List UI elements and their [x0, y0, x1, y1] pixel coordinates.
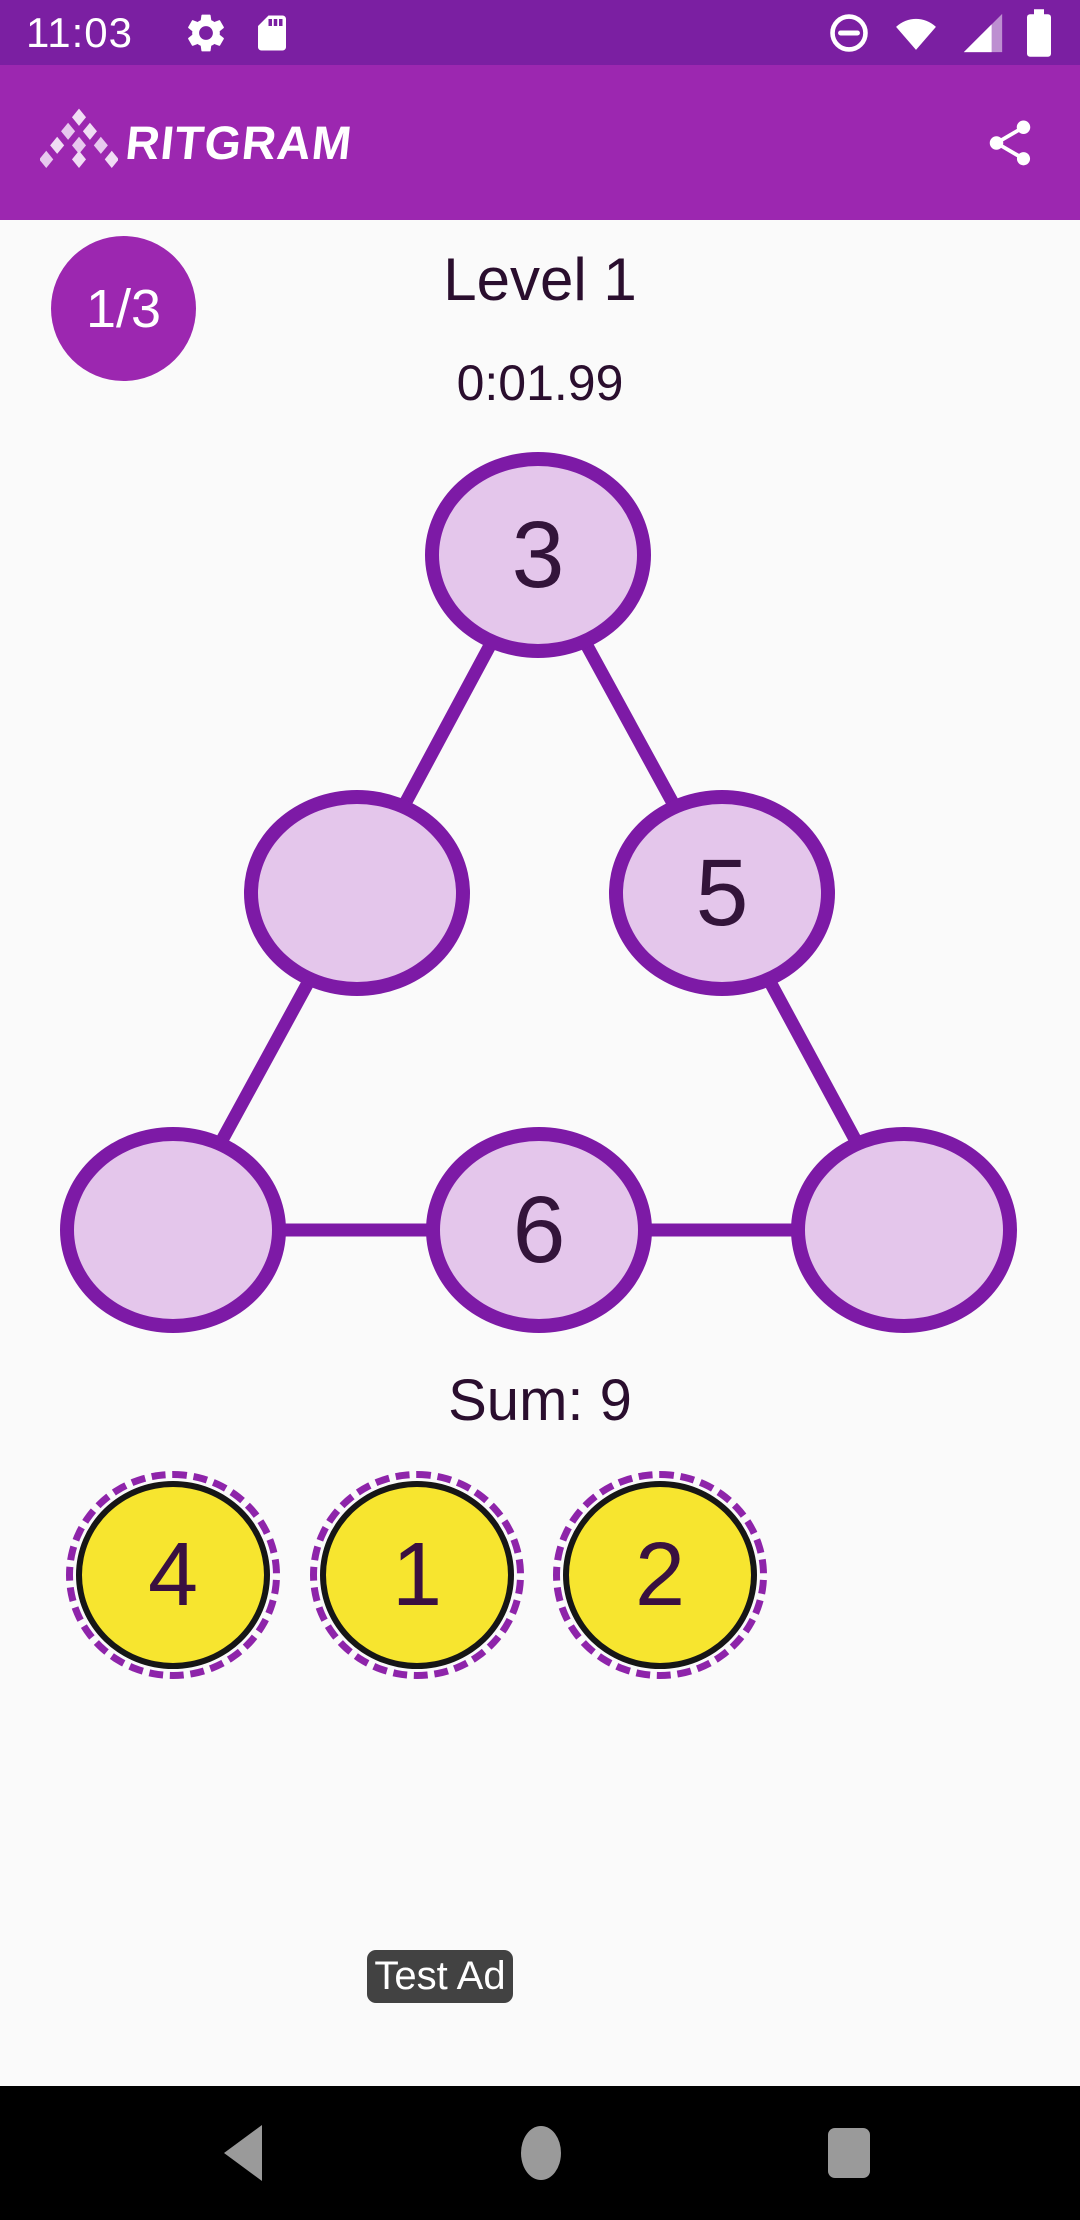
node-value: 5 [695, 839, 749, 946]
diamond-a-icon [40, 108, 118, 168]
board-node-middle-right[interactable]: 5 [609, 790, 835, 996]
node-value: 3 [511, 501, 565, 608]
status-bar-left: 11:03 [26, 10, 293, 56]
do-not-disturb-icon [830, 13, 868, 52]
number-tile[interactable]: 4 [66, 1471, 280, 1679]
level-progress-badge: 1/3 [51, 236, 196, 381]
wifi-icon [896, 18, 936, 50]
tile-value: 2 [563, 1481, 757, 1669]
board-node-bottom-left[interactable] [60, 1127, 286, 1333]
recents-icon[interactable] [828, 2128, 870, 2178]
status-bar: 11:03 [0, 0, 1080, 65]
navigation-bar [0, 2086, 1080, 2220]
battery-icon [1027, 8, 1051, 57]
board-node-bottom-right[interactable] [791, 1127, 1017, 1333]
app-bar: RITGRAM [0, 65, 1080, 220]
board-node-bottom-center[interactable]: 6 [426, 1127, 652, 1333]
level-title: Level 1 [443, 246, 637, 313]
level-timer: 0:01.99 [456, 355, 624, 411]
back-icon[interactable] [224, 2125, 262, 2181]
sum-label: Sum: 9 [448, 1368, 632, 1433]
status-bar-right [826, 8, 1054, 58]
number-tile[interactable]: 1 [310, 1471, 524, 1679]
home-icon[interactable] [521, 2126, 561, 2180]
app-title: RITGRAM [123, 116, 356, 169]
tile-value: 1 [320, 1481, 514, 1669]
number-tile[interactable]: 2 [553, 1471, 767, 1679]
node-value: 6 [512, 1176, 566, 1283]
share-icon [989, 120, 1031, 165]
signal-icon [963, 13, 1003, 52]
tile-value: 4 [76, 1481, 270, 1669]
clock: 11:03 [26, 8, 133, 56]
board-node-top[interactable]: 3 [425, 452, 651, 658]
test-ad-badge[interactable]: Test Ad [367, 1950, 513, 2003]
board-node-middle-left[interactable] [244, 790, 470, 996]
app-logo: RITGRAM [40, 105, 356, 181]
share-button[interactable] [980, 113, 1040, 173]
level-progress-text: 1/3 [85, 278, 162, 339]
sd-card-icon [258, 15, 286, 50]
gear-icon [188, 14, 224, 51]
